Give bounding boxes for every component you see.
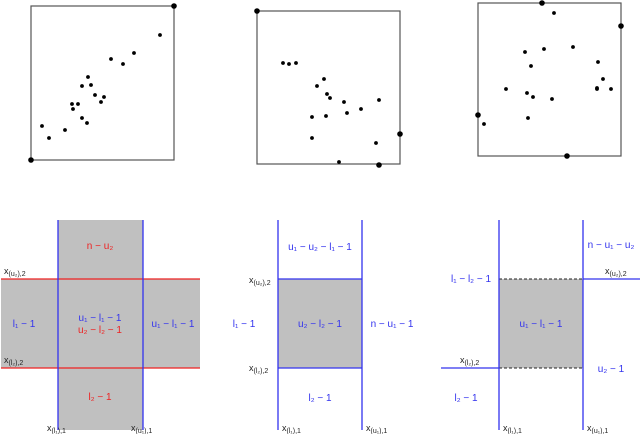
- data-point: [374, 141, 378, 145]
- data-point: [63, 128, 67, 132]
- axis-label-x-l2-2: x(l₂),2: [249, 363, 268, 375]
- data-point: [310, 136, 314, 140]
- data-point: [550, 97, 554, 101]
- horizontal-band: [1, 279, 200, 368]
- center-box: [499, 279, 583, 368]
- axis-label-x-l1-1: x(l₁),1: [503, 423, 522, 434]
- region-center-red-count: u₂ − l₂ − 1: [78, 325, 122, 336]
- data-point: [132, 51, 136, 55]
- data-point: [337, 160, 341, 164]
- data-point: [377, 98, 381, 102]
- data-point: [80, 84, 84, 88]
- data-point: [287, 62, 291, 66]
- data-point: [571, 45, 575, 49]
- data-point: [70, 102, 74, 106]
- data-point: [523, 50, 527, 54]
- axis-label-x-u2-2: x(u₂),2: [605, 266, 627, 278]
- data-point: [294, 61, 298, 65]
- data-point: [86, 75, 90, 79]
- data-point: [531, 95, 535, 99]
- data-point: [596, 60, 600, 64]
- region-panel-nested: x(u₂),2 x(l₂),2 x(l₁),1 x(u₁),1 u₁ − u₂ …: [233, 220, 414, 434]
- data-point: [89, 83, 93, 87]
- axis-label-x-u2-2: x(u₂),2: [4, 266, 26, 278]
- extreme-point: [28, 157, 34, 163]
- axis-label-x-l1-1: x(l₁),1: [282, 423, 301, 434]
- region-right-count: u₁ − l₁ − 1: [152, 319, 195, 330]
- scatter-panel-positive: [28, 3, 177, 163]
- region-right-count: n − u₁ − 1: [371, 319, 414, 330]
- axis-label-x-u1-1: x(u₁),1: [131, 423, 152, 434]
- extreme-point: [539, 0, 545, 6]
- extreme-point: [564, 153, 570, 159]
- axis-label-x-u2-2: x(u₂),2: [249, 275, 271, 287]
- data-point: [109, 57, 113, 61]
- data-point: [325, 92, 329, 96]
- extreme-point: [618, 23, 624, 29]
- data-point: [359, 107, 363, 111]
- region-top-right-count: n − u₁ − u₂: [588, 240, 635, 251]
- data-point: [71, 107, 75, 111]
- scatter-frame: [30, 5, 175, 161]
- region-left-count: l₁ − 1: [233, 319, 256, 330]
- region-panel-overlap: x(u₂),2 x(l₂),2 x(l₁),1 x(u₁),1 n − u₂ l…: [1, 220, 200, 434]
- scatter-panel-negative: [254, 8, 403, 168]
- axis-label-x-l2-2: x(l₂),2: [460, 355, 479, 367]
- data-point: [601, 77, 605, 81]
- data-point: [47, 136, 51, 140]
- data-point: [552, 11, 556, 15]
- region-bottom-count: l₂ − 1: [88, 392, 112, 403]
- region-bottom-left-count: l₂ − 1: [454, 393, 478, 404]
- data-point: [342, 100, 346, 104]
- axis-label-x-l1-1: x(l₁),1: [47, 423, 66, 434]
- data-point: [482, 122, 486, 126]
- extreme-point: [171, 3, 177, 9]
- region-left-count: l₁ − 1: [13, 319, 36, 330]
- data-point: [76, 102, 80, 106]
- data-point: [315, 84, 319, 88]
- region-top-left-count: l₁ − l₂ − 1: [451, 274, 491, 285]
- data-point: [324, 114, 328, 118]
- region-center-count: u₂ − l₂ − 1: [298, 319, 342, 330]
- center-box: [278, 279, 362, 368]
- scatter-panel-uncorrelated: [475, 0, 624, 159]
- region-center-blue-count: u₁ − l₁ − 1: [79, 313, 122, 324]
- region-top-count: u₁ − u₂ − l₁ − 1: [288, 242, 352, 253]
- axis-label-x-u1-1: x(u₁),1: [366, 423, 387, 434]
- region-panel-staggered: x(u₂),2 x(l₂),2 x(l₁),1 x(u₁),1 n − u₁ −…: [441, 220, 640, 434]
- data-point: [80, 116, 84, 120]
- data-point: [93, 93, 97, 97]
- extreme-point: [376, 162, 382, 168]
- data-point: [526, 116, 530, 120]
- scatter-frame: [256, 10, 401, 165]
- region-top-count: n − u₂: [87, 241, 114, 252]
- data-point: [345, 111, 349, 115]
- region-right-count: u₂ − 1: [598, 364, 625, 375]
- data-point: [322, 77, 326, 81]
- data-point: [504, 87, 508, 91]
- extreme-point: [475, 112, 481, 118]
- axis-label-x-u1-1: x(u₁),1: [587, 423, 608, 434]
- region-bottom-count: l₂ − 1: [308, 393, 332, 404]
- extreme-point: [397, 131, 403, 137]
- data-point: [595, 87, 599, 91]
- data-point: [525, 91, 529, 95]
- data-point: [609, 87, 613, 91]
- data-point: [85, 121, 89, 125]
- data-point: [40, 124, 44, 128]
- data-point: [529, 64, 533, 68]
- scatter-frame: [477, 2, 622, 157]
- data-point: [99, 100, 103, 104]
- region-center-count: u₁ − l₁ − 1: [520, 319, 563, 330]
- extreme-point: [254, 8, 260, 14]
- data-point: [328, 96, 332, 100]
- data-point: [542, 47, 546, 51]
- data-point: [281, 61, 285, 65]
- data-point: [121, 62, 125, 66]
- data-point: [102, 95, 106, 99]
- data-point: [310, 115, 314, 119]
- data-point: [158, 33, 162, 37]
